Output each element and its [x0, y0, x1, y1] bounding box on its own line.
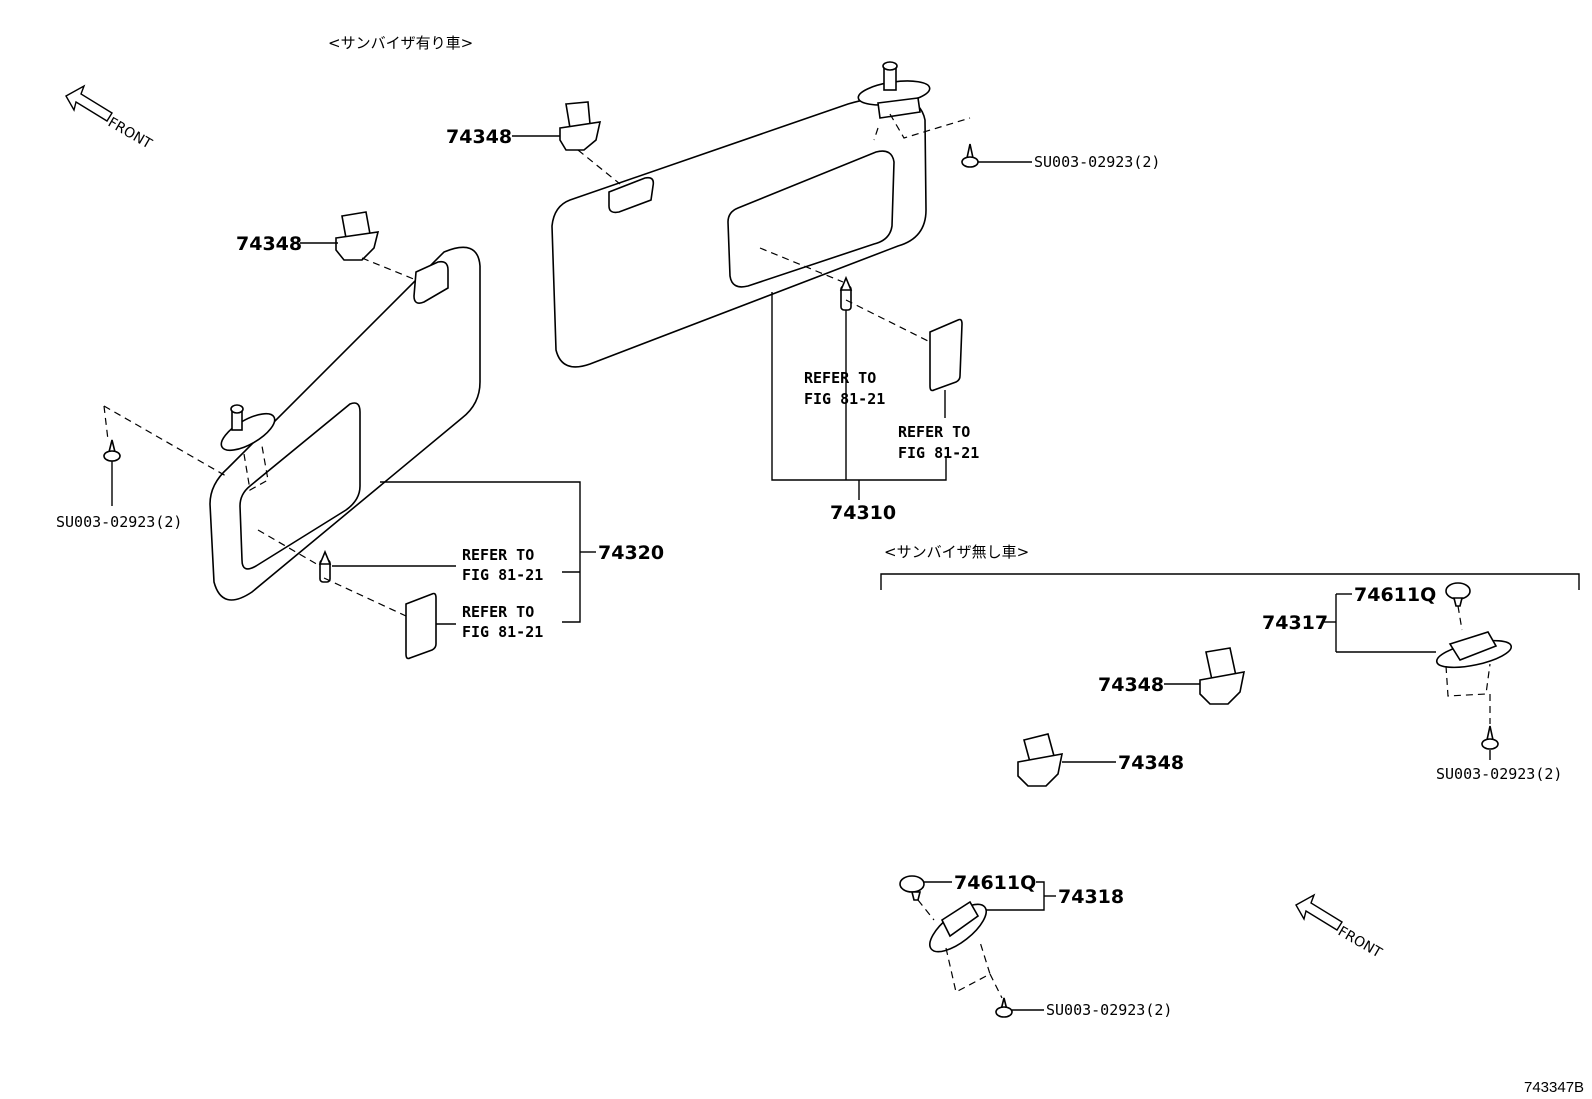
label-holder-top: 74348 — [446, 126, 512, 148]
bracket-left — [929, 900, 987, 953]
dash-holder-left — [361, 257, 417, 281]
visor-holder-top — [559, 101, 602, 151]
sun-visor-left — [209, 246, 481, 601]
sun-visor-right — [551, 96, 927, 368]
bracket-right — [1435, 631, 1513, 669]
label-holder-left: 74348 — [236, 233, 302, 255]
label-screw-right-lower: SU003-02923(2) — [1436, 765, 1562, 783]
label-74318: 74318 — [1058, 886, 1124, 908]
label-74320: 74320 — [598, 542, 664, 564]
dash-hinge-left — [243, 445, 269, 491]
dash-screw-left — [103, 405, 109, 441]
visor-holder-lower — [1017, 733, 1064, 787]
visor-holder-mid-right — [1199, 647, 1246, 705]
dash-screw-bottom — [989, 973, 1003, 999]
screw-icon-right-lower — [1481, 725, 1499, 750]
screw-icon-top-right — [961, 143, 979, 168]
label-screw-left: SU003-02923(2) — [56, 513, 182, 531]
label-cap-left: 74611Q — [954, 872, 1036, 894]
visor-hinge-right — [857, 61, 931, 119]
visor-hinge-left — [220, 404, 276, 452]
dash-bulb-right — [759, 247, 844, 283]
label-screw-top-right: SU003-02923(2) — [1034, 153, 1160, 171]
dash-lens-right — [845, 299, 931, 343]
front-arrow-top-left: FRONT — [65, 84, 155, 153]
dash-hinge-right — [889, 113, 971, 139]
dash-bracket-right — [1445, 663, 1491, 697]
ref-bulb-left-line2: FIG 81-21 — [462, 566, 543, 584]
dash-cap-right — [1457, 605, 1463, 631]
bulb-icon-left — [318, 549, 332, 583]
lamp-lens-right — [929, 318, 963, 392]
dash-cap-left — [917, 899, 935, 921]
ref-lens-right-line1: REFER TO — [898, 423, 970, 441]
cap-icon-right — [1445, 582, 1471, 607]
section-bracket — [880, 573, 1580, 590]
ref-lens-right-line2: FIG 81-21 — [898, 444, 979, 462]
label-74317: 74317 — [1262, 612, 1328, 634]
header-with-sunvisor: <サンバイザ有り車> — [328, 34, 473, 52]
ref-lens-left-line2: FIG 81-21 — [462, 623, 543, 641]
screw-icon-left — [103, 439, 121, 462]
ref-lens-left-line1: REFER TO — [462, 603, 534, 621]
dash-hinge-right-b — [873, 127, 879, 141]
front-label-bottom-right: FRONT — [1335, 924, 1385, 962]
ref-bulb-left-line1: REFER TO — [462, 546, 534, 564]
ref-bulb-right-line2: FIG 81-21 — [804, 390, 885, 408]
label-cap-right: 74611Q — [1354, 584, 1436, 606]
header-without-sunvisor: <サンバイザ無し車> — [884, 543, 1029, 561]
dash-holder-top — [577, 149, 621, 185]
label-74310: 74310 — [830, 502, 896, 524]
bulb-icon-right — [839, 275, 853, 311]
label-holder-mid-right: 74348 — [1098, 674, 1164, 696]
front-label-top-left: FRONT — [105, 115, 155, 153]
label-holder-lower: 74348 — [1118, 752, 1184, 774]
dash-bracket-left — [945, 941, 991, 993]
lamp-lens-left — [405, 592, 437, 660]
front-arrow-bottom-right: FRONT — [1295, 893, 1385, 962]
ref-bulb-right-line1: REFER TO — [804, 369, 876, 387]
drawing-code: 743347B — [1524, 1079, 1584, 1096]
visor-holder-left — [335, 211, 380, 261]
cap-icon-left — [899, 875, 925, 901]
label-screw-bottom: SU003-02923(2) — [1046, 1001, 1172, 1019]
dash-lens-left — [323, 577, 407, 617]
screw-icon-bottom — [995, 997, 1013, 1018]
dash-hinge-left-b — [103, 405, 227, 477]
